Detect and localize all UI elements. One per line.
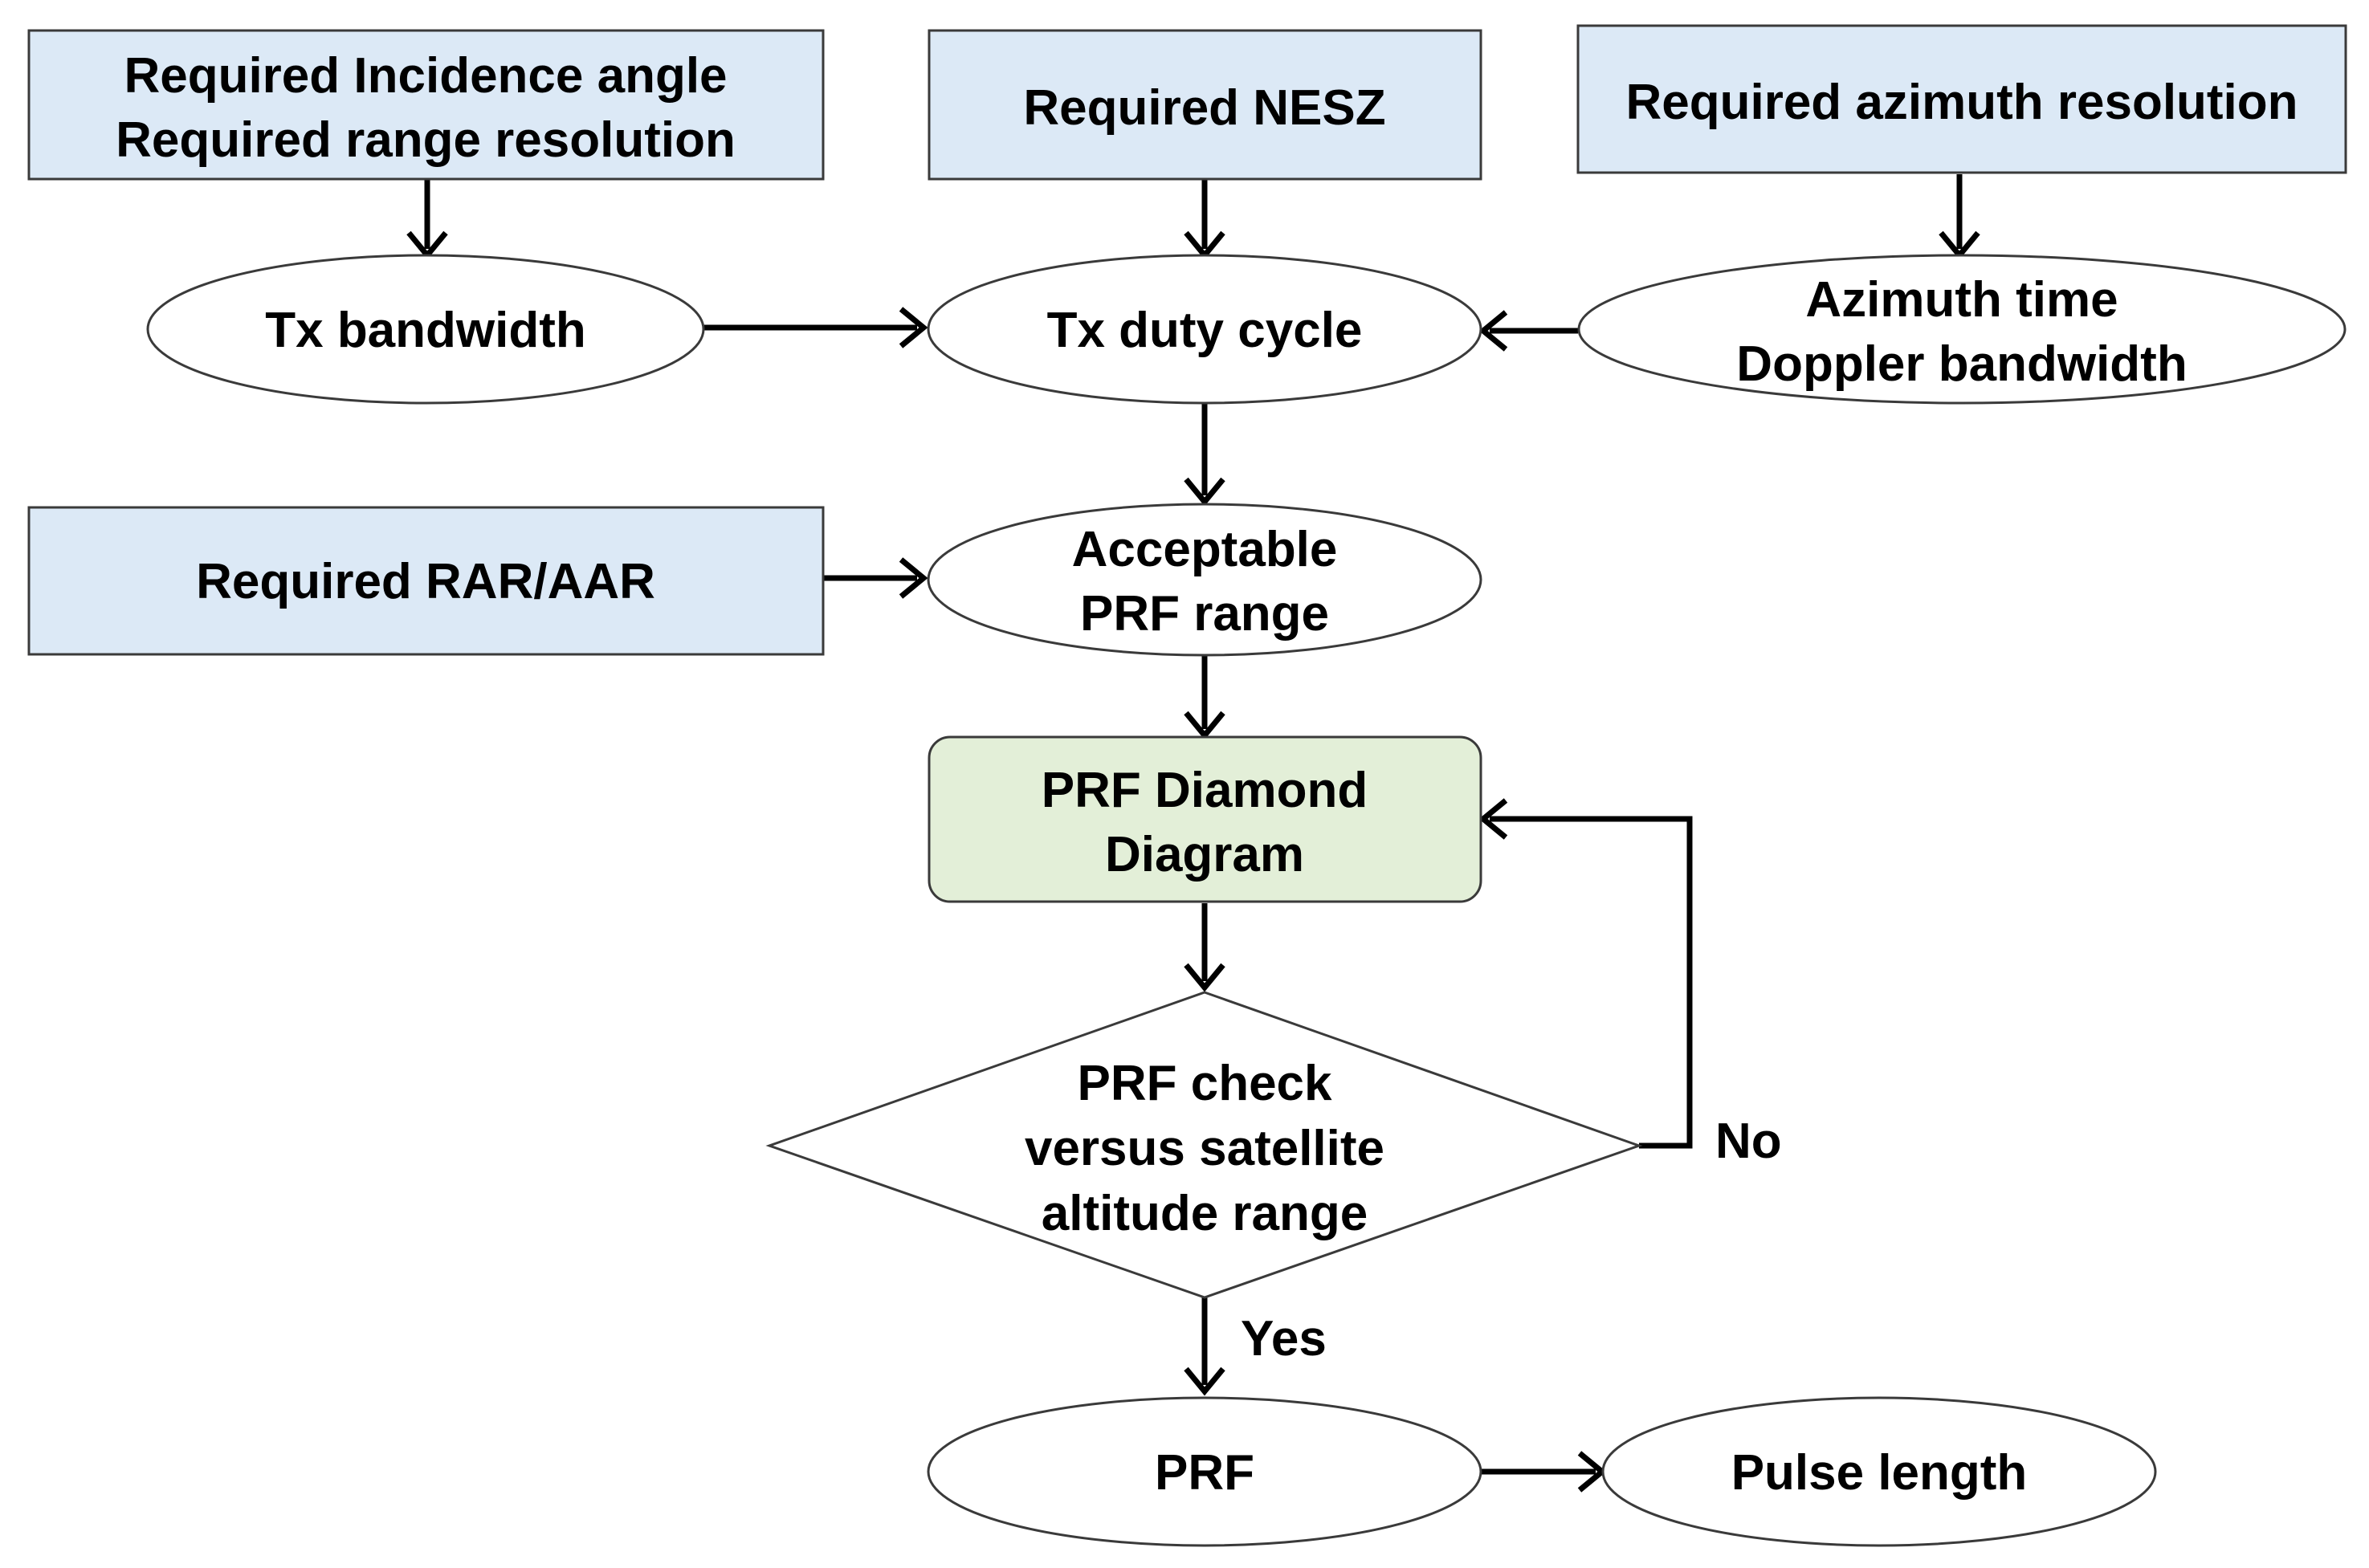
edge-check-no-to-diamond (1490, 816, 1693, 1149)
node-prf-diamond-diagram: PRF Diamond Diagram (928, 735, 1482, 903)
node-required-rar-aar: Required RAR/AAR (27, 506, 825, 656)
arrowhead-down-6 (1184, 963, 1225, 992)
arrowhead-down-5 (1184, 711, 1225, 740)
node-label-line: Tx bandwidth (265, 303, 586, 358)
node-required-azimuth-resolution: Required azimuth resolution (1576, 24, 2347, 174)
node-label-line: Required Incidence angle (124, 48, 727, 104)
node-label-line: PRF (1155, 1445, 1254, 1501)
arrowhead-down-4 (1184, 477, 1225, 507)
node-label-line: versus satellite (1025, 1121, 1384, 1176)
node-azimuth-time-doppler: Azimuth time Doppler bandwidth (1577, 254, 2347, 405)
node-label-line: Diagram (1105, 827, 1304, 882)
edge-label-no: No (1715, 1114, 1782, 1169)
node-required-incidence-range: Required Incidence angle Required range … (27, 29, 825, 181)
edge-label-yes: Yes (1241, 1311, 1327, 1366)
node-label-line: Azimuth time (1805, 272, 2118, 328)
node-label-line: altitude range (1042, 1186, 1368, 1241)
node-acceptable-prf-range: Acceptable PRF range (927, 503, 1482, 657)
node-tx-bandwidth: Tx bandwidth (146, 254, 705, 405)
arrowhead-down-7 (1184, 1366, 1225, 1396)
node-label-line: PRF check (1077, 1056, 1332, 1111)
node-prf-check-decision: PRF check versus satellite altitude rang… (765, 991, 1643, 1299)
node-tx-duty-cycle: Tx duty cycle (927, 254, 1482, 405)
node-label-line: Pulse length (1731, 1445, 2028, 1501)
node-pulse-length: Pulse length (1601, 1396, 2157, 1547)
node-required-nesz: Required NESZ (928, 29, 1482, 181)
arrowhead-left-1 (1478, 310, 1508, 352)
node-prf: PRF (927, 1396, 1482, 1547)
node-label-line: Tx duty cycle (1047, 303, 1363, 358)
node-label-line: Doppler bandwidth (1736, 336, 2187, 392)
arrowhead-right-1 (899, 307, 928, 348)
node-label-line: PRF Diamond (1042, 763, 1368, 818)
node-label-line: Acceptable (1072, 522, 1338, 577)
node-label-line: Required azimuth resolution (1625, 75, 2298, 130)
node-label-line: PRF range (1080, 586, 1329, 641)
arrowhead-right-2 (899, 557, 928, 599)
edges (424, 174, 1963, 1475)
node-label-line: Required range resolution (116, 112, 736, 168)
arrowhead-left-2 (1478, 798, 1508, 840)
node-label-line: Required NESZ (1023, 80, 1385, 136)
node-label-line: Required RAR/AAR (196, 554, 655, 609)
